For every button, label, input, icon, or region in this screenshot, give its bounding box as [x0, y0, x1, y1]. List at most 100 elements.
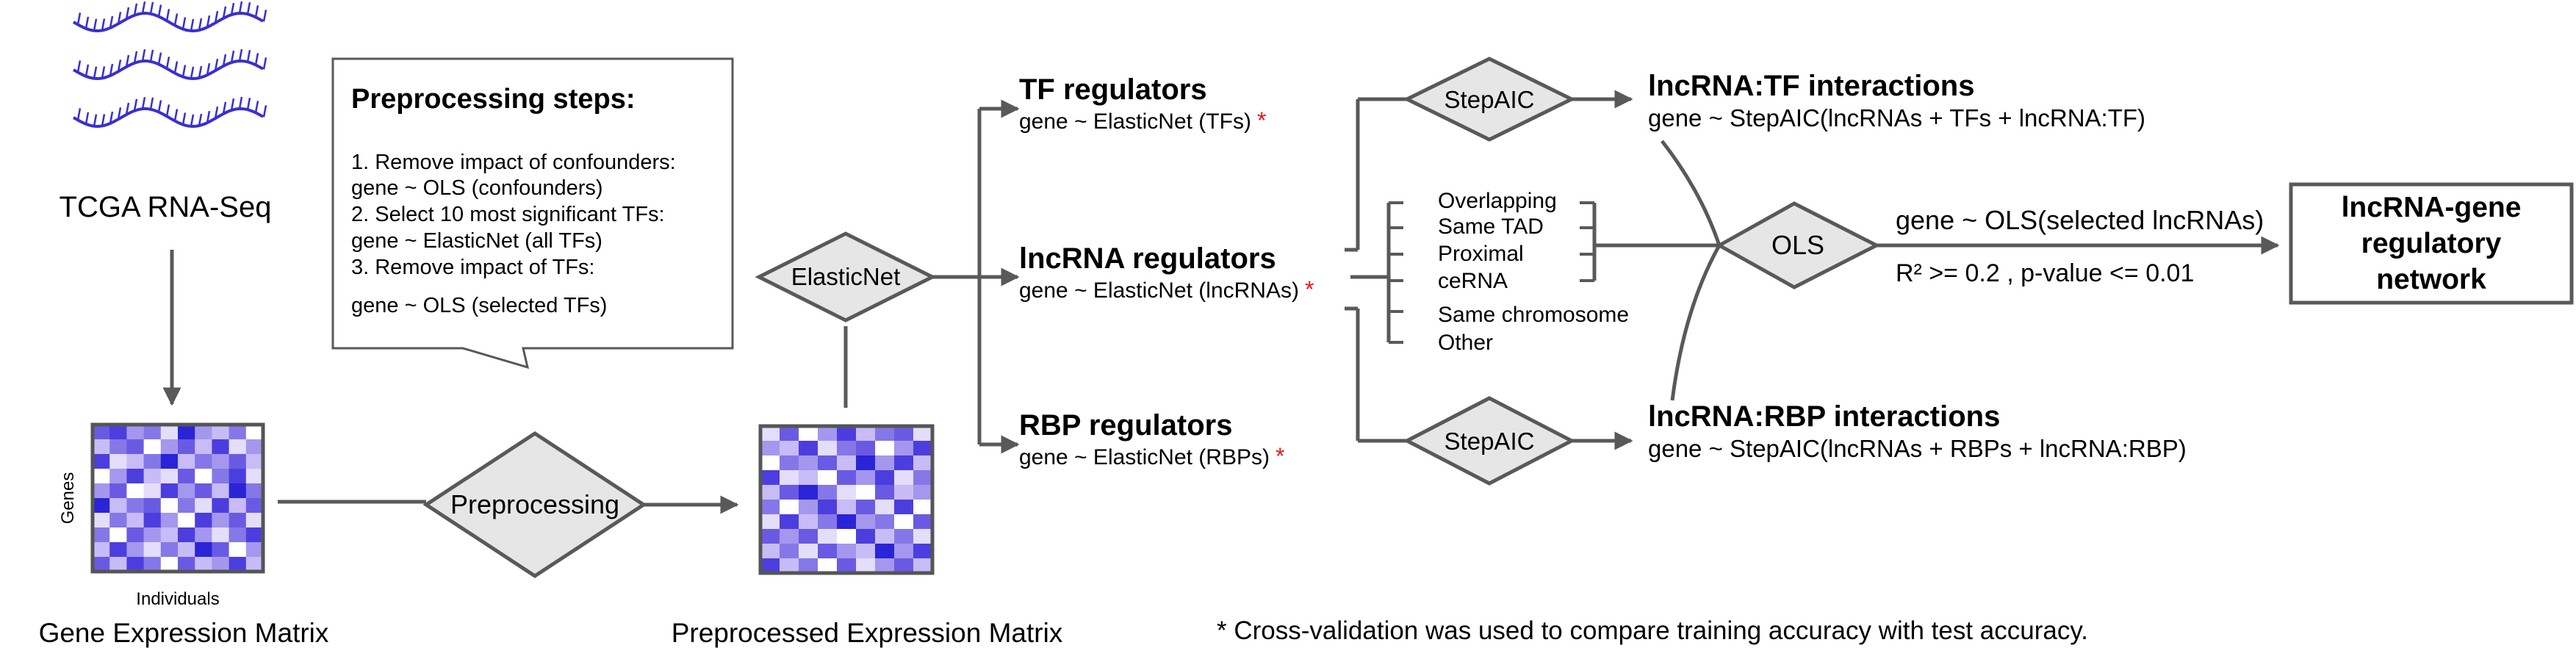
rna-base-tick — [238, 96, 243, 109]
gene-matrix-cell — [109, 542, 127, 558]
gene-matrix-cell — [195, 469, 212, 484]
callout-line-3: 2. Select 10 most significant TFs: — [351, 203, 665, 226]
rna-base-tick — [206, 110, 211, 123]
pre-matrix-cell — [894, 514, 914, 530]
rna-base-tick — [206, 15, 211, 28]
rna-base-tick — [198, 18, 203, 31]
rna-base-tick — [230, 50, 235, 63]
gene-matrix-cell — [245, 498, 264, 514]
gene-matrix-cell — [160, 469, 179, 484]
gene-matrix-cell — [160, 498, 179, 514]
gene-matrix-cell — [245, 542, 264, 558]
gene-matrix-cell — [229, 498, 247, 514]
tf-asterisk: * — [1257, 107, 1266, 134]
pre-matrix-cell — [875, 558, 895, 574]
callout-line-1: 1. Remove impact of confounders: — [351, 151, 676, 174]
network-line-1: lncRNA-gene — [2342, 192, 2522, 223]
rna-base-tick — [214, 58, 219, 71]
gene-matrix-cell — [126, 469, 145, 484]
gene-matrix-cell — [93, 557, 110, 572]
pre-matrix-cell — [913, 500, 933, 515]
gene-matrix-cell — [93, 439, 110, 455]
rna-base-tick — [109, 15, 114, 29]
gene-matrix-caption: Gene Expression Matrix — [39, 618, 329, 648]
rna-base-tick — [84, 64, 90, 77]
pre-matrix-cell — [837, 470, 857, 486]
gene-matrix-cell — [178, 425, 195, 440]
gene-matrix-cell — [195, 439, 212, 455]
category-same-chromosome: Same chromosome — [1438, 303, 1629, 327]
gene-matrix-cell — [195, 542, 212, 558]
gene-matrix-cell — [245, 439, 264, 455]
pre-matrix-cell — [818, 500, 838, 515]
pre-matrix-cell — [837, 500, 857, 515]
rna-base-tick — [76, 108, 82, 120]
rna-base-tick — [157, 100, 162, 112]
gene-matrix-cell — [178, 513, 195, 528]
gene-matrix-cell — [212, 498, 230, 514]
pre-matrix-cell — [894, 441, 914, 456]
gene-matrix-cell — [178, 439, 195, 455]
rna-base-tick — [254, 101, 259, 113]
rna-base-tick — [206, 62, 211, 76]
gene-matrix-cell — [245, 425, 264, 440]
gene-matrix-cell — [160, 425, 179, 440]
callout-line-2: gene ~ OLS (confounders) — [351, 176, 603, 200]
gene-matrix-cell — [178, 454, 195, 469]
gene-matrix-cell — [143, 439, 162, 455]
rna-base-tick — [133, 98, 138, 112]
gene-matrix-cell — [195, 483, 212, 499]
rna-base-tick — [84, 112, 90, 125]
rna-strand-icon — [73, 1, 267, 129]
category-proximal: Proximal — [1438, 242, 1524, 266]
gene-matrix-cell — [229, 469, 247, 484]
pre-matrix-cell — [913, 514, 933, 530]
pre-matrix-cell — [780, 441, 799, 456]
pre-matrix-cell — [856, 441, 876, 456]
gene-matrix-cell — [178, 498, 195, 514]
gene-expression-heatmap — [93, 425, 264, 572]
pre-matrix-cell — [818, 426, 838, 442]
gene-matrix-cell — [109, 557, 127, 572]
pre-matrix-cell — [837, 514, 857, 530]
pre-matrix-cell — [856, 529, 876, 544]
rna-base-tick — [149, 49, 154, 62]
gene-matrix-cell — [245, 454, 264, 469]
gene-matrix-cell — [212, 557, 230, 572]
callout-line-5: 3. Remove impact of TFs: — [351, 256, 594, 279]
rna-base-tick — [246, 97, 251, 110]
gene-matrix-cell — [229, 542, 247, 558]
rbp-asterisk: * — [1276, 443, 1284, 469]
gene-matrix-cell — [245, 557, 264, 572]
gene-matrix-cell — [126, 483, 145, 499]
rna-base-tick — [181, 112, 187, 125]
rna-base-tick — [117, 60, 122, 72]
pre-matrix-cell — [875, 470, 895, 486]
gene-matrix-cell — [126, 513, 145, 528]
rna-base-tick — [173, 61, 179, 73]
pre-matrix-cell — [760, 558, 780, 574]
rna-base-tick — [181, 65, 187, 77]
gene-matrix-cell — [245, 483, 264, 499]
gene-matrix-cell — [143, 527, 162, 543]
gene-matrix-cell — [109, 439, 127, 455]
rna-base-tick — [141, 96, 146, 109]
pre-matrix-cell — [875, 514, 895, 530]
gene-matrix-cell — [245, 527, 264, 543]
pre-matrix-cell — [894, 558, 914, 574]
rna-strand-backbone — [73, 11, 264, 33]
gene-matrix-cell — [109, 513, 127, 528]
pre-matrix-cell — [856, 558, 876, 574]
pre-matrix-cell — [780, 500, 799, 515]
rna-base-tick — [157, 52, 162, 65]
stepaic-bottom-label: StepAIC — [1444, 428, 1535, 455]
stepaic-top-label: StepAIC — [1444, 86, 1535, 113]
pre-matrix-cell — [913, 426, 933, 442]
gene-matrix-cell — [126, 425, 145, 440]
pre-matrix-cell — [837, 455, 857, 471]
gene-matrix-cell — [212, 439, 230, 455]
gene-matrix-cell — [126, 527, 145, 543]
rna-base-tick — [222, 54, 227, 67]
pre-matrix-border — [758, 424, 935, 575]
